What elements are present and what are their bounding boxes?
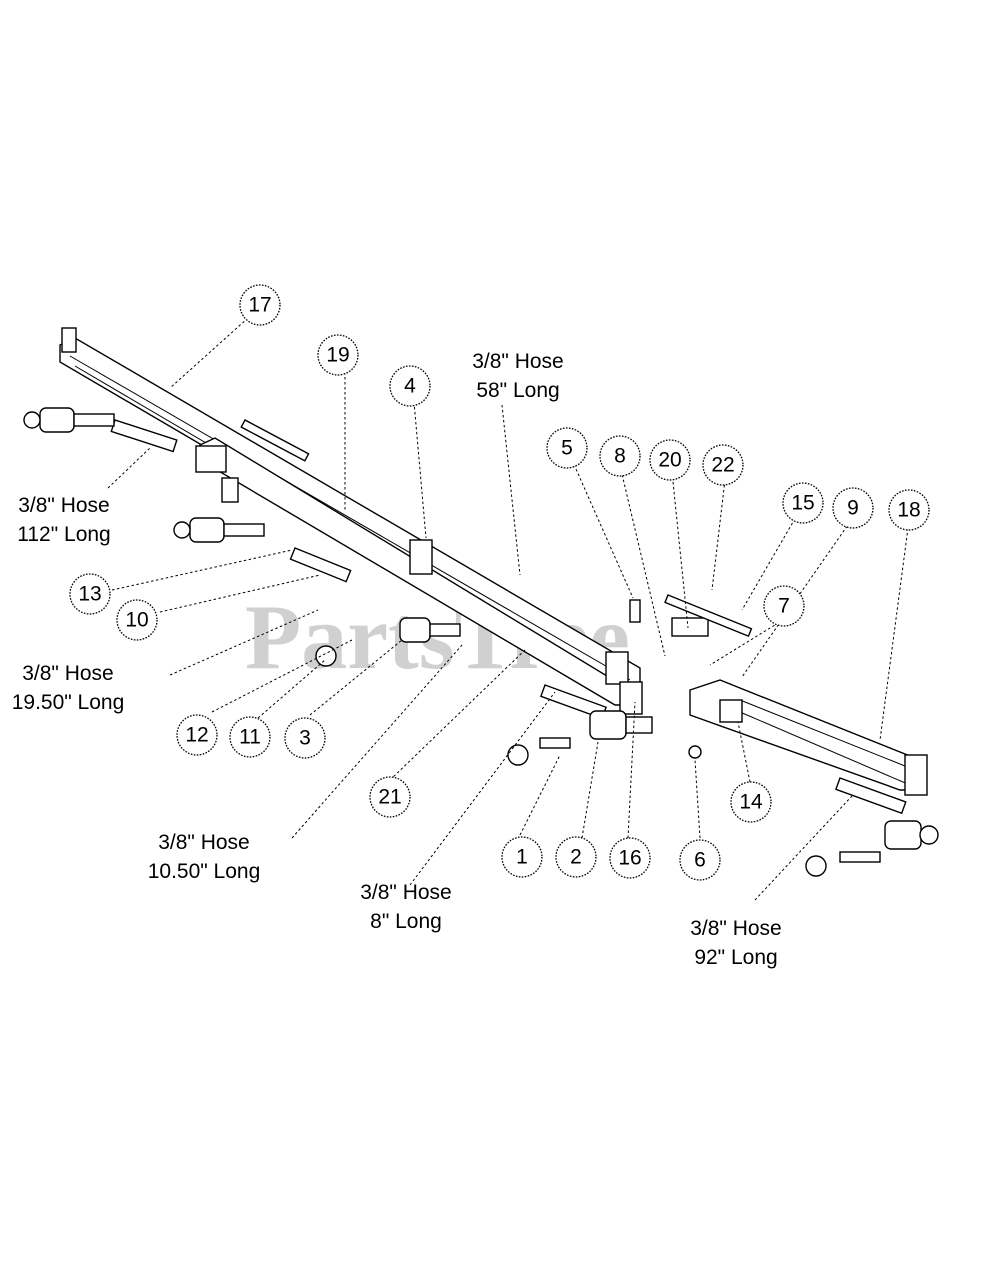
callout-22: 22 <box>702 444 744 486</box>
callout-7: 7 <box>763 585 805 627</box>
svg-text:10: 10 <box>125 609 148 632</box>
svg-text:15: 15 <box>791 492 814 515</box>
svg-text:3/8" Hose: 3/8" Hose <box>158 831 250 854</box>
svg-text:3/8" Hose: 3/8" Hose <box>18 494 110 517</box>
svg-text:58" Long: 58" Long <box>476 379 559 402</box>
svg-text:2: 2 <box>570 846 582 869</box>
callout-3: 3 <box>284 717 326 759</box>
hose-label-8: 3/8" Hose 8" Long <box>360 881 452 933</box>
callout-15: 15 <box>782 482 824 524</box>
callout-18: 18 <box>888 489 930 531</box>
svg-text:3: 3 <box>299 727 311 750</box>
callout-14: 14 <box>730 781 772 823</box>
svg-text:13: 13 <box>78 583 101 606</box>
svg-text:10.50" Long: 10.50" Long <box>148 860 261 883</box>
svg-text:6: 6 <box>694 849 706 872</box>
svg-text:5: 5 <box>561 437 573 460</box>
svg-text:92" Long: 92" Long <box>694 946 777 969</box>
svg-text:3/8" Hose: 3/8" Hose <box>22 662 114 685</box>
svg-text:20: 20 <box>658 449 681 472</box>
svg-text:22: 22 <box>711 454 734 477</box>
svg-text:14: 14 <box>739 791 763 814</box>
hose-label-92: 3/8" Hose 92" Long <box>690 917 782 969</box>
leader-lines <box>107 317 909 901</box>
svg-text:4: 4 <box>404 375 416 398</box>
svg-text:7: 7 <box>778 595 790 618</box>
callout-11: 11 <box>229 716 271 758</box>
right-boom <box>664 594 928 796</box>
svg-text:18: 18 <box>897 499 920 522</box>
hose-label-58: 3/8" Hose 58" Long <box>472 350 564 402</box>
callout-10: 10 <box>116 599 158 641</box>
callout-9: 9 <box>832 487 874 529</box>
svg-text:3/8" Hose: 3/8" Hose <box>690 917 782 940</box>
callout-20: 20 <box>649 439 691 481</box>
svg-text:19.50" Long: 19.50" Long <box>12 691 125 714</box>
svg-text:3/8" Hose: 3/8" Hose <box>472 350 564 373</box>
callout-16: 16 <box>609 837 651 879</box>
svg-text:16: 16 <box>618 847 641 870</box>
callout-17: 17 <box>239 284 281 326</box>
svg-text:21: 21 <box>378 786 401 809</box>
callout-8: 8 <box>599 435 641 477</box>
svg-text:8: 8 <box>614 445 626 468</box>
callout-1: 1 <box>501 836 543 878</box>
nozzle-assemblies <box>23 407 939 877</box>
svg-text:112" Long: 112" Long <box>17 523 111 546</box>
callout-13: 13 <box>69 573 111 615</box>
callout-5: 5 <box>546 427 588 469</box>
svg-text:19: 19 <box>326 344 349 367</box>
callout-12: 12 <box>176 714 218 756</box>
svg-text:17: 17 <box>248 294 271 317</box>
callout-2: 2 <box>555 836 597 878</box>
hose-label-10-50: 3/8" Hose 10.50" Long <box>148 831 261 883</box>
main-boom <box>59 327 643 715</box>
svg-text:9: 9 <box>847 497 859 520</box>
callouts: 17 19 4 5 8 20 22 15 9 18 7 13 10 12 11 … <box>69 284 930 881</box>
hose-labels: 3/8" Hose 58" Long 3/8" Hose 112" Long 3… <box>12 350 782 969</box>
svg-text:1: 1 <box>516 846 528 869</box>
callout-4: 4 <box>389 365 431 407</box>
svg-text:11: 11 <box>239 726 261 749</box>
svg-text:8" Long: 8" Long <box>370 910 442 933</box>
callout-6: 6 <box>679 839 721 881</box>
svg-text:12: 12 <box>185 724 208 747</box>
svg-text:3/8" Hose: 3/8" Hose <box>360 881 452 904</box>
callout-21: 21 <box>369 776 411 818</box>
hose-label-112: 3/8" Hose 112" Long <box>17 494 111 546</box>
hose-label-19-50: 3/8" Hose 19.50" Long <box>12 662 125 714</box>
callout-19: 19 <box>317 334 359 376</box>
hoses <box>110 419 907 815</box>
